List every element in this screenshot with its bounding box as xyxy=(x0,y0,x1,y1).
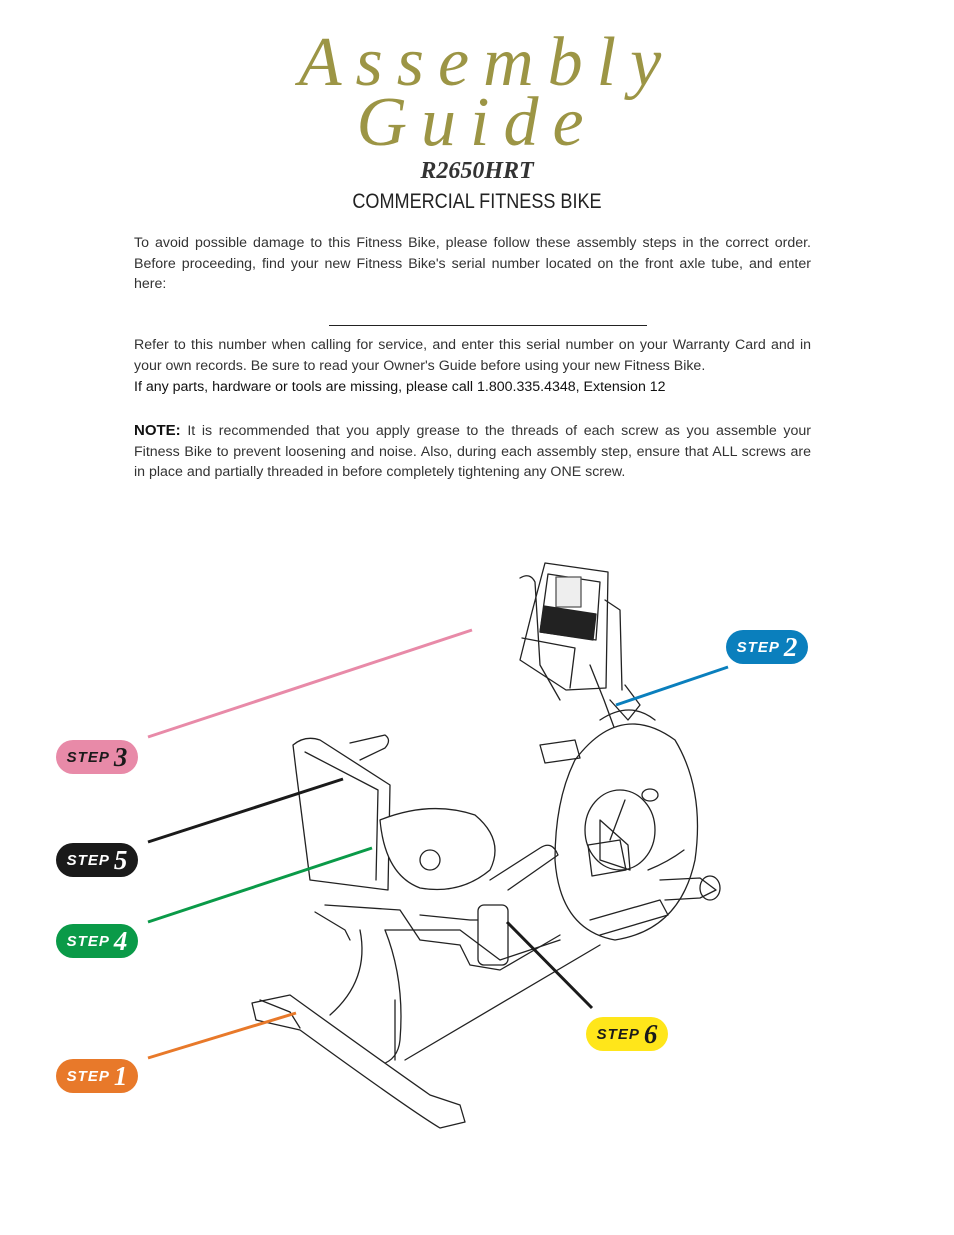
refer-paragraph: Refer to this number when calling for se… xyxy=(134,337,811,374)
note-text: It is recommended that you apply grease … xyxy=(134,423,811,481)
step-1-label: STEP xyxy=(66,1067,110,1085)
step-5-label: STEP xyxy=(66,851,110,869)
step-1-number: 1 xyxy=(113,1060,128,1091)
step-2-label: STEP xyxy=(736,638,780,656)
missing-parts-paragraph: If any parts, hardware or tools are miss… xyxy=(134,379,666,395)
step-6-label: STEP xyxy=(596,1025,640,1043)
step-6-number: 6 xyxy=(643,1018,658,1049)
model-number: R2650HRT xyxy=(420,158,534,184)
step-5-number: 5 xyxy=(113,844,128,875)
step4-leader-line xyxy=(147,846,373,924)
step6-leader-line xyxy=(505,920,594,1010)
title-line-1: Assembly xyxy=(298,24,676,101)
title-line-2: Guide xyxy=(356,84,598,161)
step-4-number: 4 xyxy=(113,925,128,956)
serial-number-blank-line xyxy=(329,325,647,326)
intro-paragraph: To avoid possible damage to this Fitness… xyxy=(134,235,811,293)
step-2-number: 2 xyxy=(783,631,798,662)
step3-leader-line xyxy=(147,628,473,739)
step5-leader-line xyxy=(147,777,344,844)
step1-leader-line xyxy=(147,1011,297,1060)
step-4-label: STEP xyxy=(66,932,110,950)
step2-leader-line xyxy=(615,665,729,707)
step-3-label: STEP xyxy=(66,748,110,766)
note-label: NOTE: xyxy=(134,422,181,439)
step-3-number: 3 xyxy=(113,741,128,772)
note-paragraph: NOTE: It is recommended that you apply g… xyxy=(134,421,811,483)
product-subtitle: COMMERCIAL FITNESS BIKE xyxy=(352,190,602,213)
